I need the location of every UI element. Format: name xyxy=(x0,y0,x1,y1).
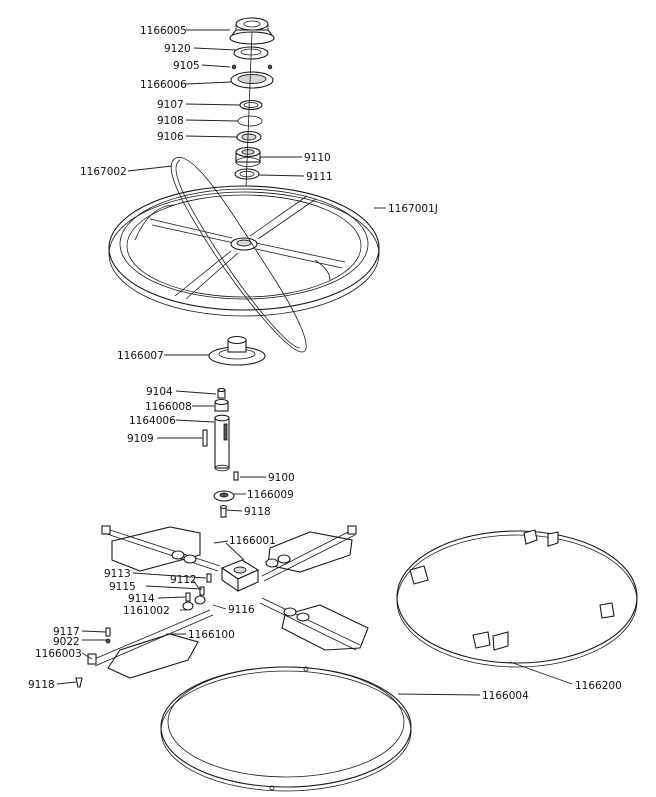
label-1166007: 1166007 xyxy=(117,350,164,362)
label-9109: 9109 xyxy=(127,433,154,445)
part-9100-pin xyxy=(233,471,239,481)
part-9105-screws xyxy=(231,64,273,70)
part-1166200-pan-disc xyxy=(396,529,638,668)
label-1164006: 1164006 xyxy=(129,415,176,427)
fasteners-cross xyxy=(75,573,212,688)
part-1166007-hub xyxy=(208,335,266,366)
label-9120: 9120 xyxy=(164,43,191,55)
label-9105: 9105 xyxy=(173,60,200,72)
label-9108: 9108 xyxy=(157,115,184,127)
part-1166008-bushing xyxy=(214,398,229,412)
label-1166009: 1166009 xyxy=(247,489,294,501)
label-9118-lower: 9118 xyxy=(28,679,55,691)
label-9118-upper: 9118 xyxy=(244,506,271,518)
label-9111: 9111 xyxy=(306,171,333,183)
label-1167002: 1167002 xyxy=(80,166,127,178)
label-9022: 9022 xyxy=(53,636,80,648)
part-9106-bearing xyxy=(236,130,262,144)
part-9110-bearing xyxy=(235,146,261,167)
label-1166003: 1166003 xyxy=(35,648,82,660)
part-labels: 1166005 9120 9105 1166006 9107 9108 9106… xyxy=(28,25,622,702)
part-1167001J-wheel xyxy=(108,185,380,317)
part-1166009-nut xyxy=(213,490,235,502)
part-9118-bolt-upper xyxy=(219,504,228,518)
label-9107: 9107 xyxy=(157,99,184,111)
label-1166001: 1166001 xyxy=(229,535,276,547)
part-1166001-cross xyxy=(220,559,260,593)
label-1166008: 1166008 xyxy=(145,401,192,413)
part-1166004-guard-ring xyxy=(160,666,412,792)
part-1167002-belt xyxy=(170,157,307,353)
label-9114: 9114 xyxy=(128,593,155,605)
trowel-blade-bottom-right xyxy=(259,597,369,651)
trowel-blade-top-right xyxy=(261,525,357,582)
label-9112: 9112 xyxy=(170,574,197,586)
label-1167001J: 1167001J xyxy=(388,203,438,215)
label-9106: 9106 xyxy=(157,131,184,143)
part-9104-bolt xyxy=(217,387,226,399)
label-9100: 9100 xyxy=(268,472,295,484)
part-9108-circlip xyxy=(237,115,263,127)
label-1166004: 1166004 xyxy=(482,690,529,702)
label-9104: 9104 xyxy=(146,386,173,398)
part-1164006-shaft xyxy=(214,414,230,472)
label-9117: 9117 xyxy=(53,626,80,638)
label-1166006: 1166006 xyxy=(140,79,187,91)
label-1166005: 1166005 xyxy=(140,25,187,37)
label-9110: 9110 xyxy=(304,152,331,164)
label-9113: 9113 xyxy=(104,568,131,580)
leader-lines xyxy=(56,29,573,696)
part-9109-key xyxy=(202,429,208,447)
part-9107-ring xyxy=(239,99,263,111)
part-1166006-flange xyxy=(230,71,274,89)
trowel-blade-top-left xyxy=(101,525,221,572)
label-9116: 9116 xyxy=(228,604,255,616)
label-1166200: 1166200 xyxy=(575,680,622,692)
label-9115: 9115 xyxy=(109,581,136,593)
label-1166100: 1166100 xyxy=(188,629,235,641)
label-1161002: 1161002 xyxy=(123,605,170,617)
